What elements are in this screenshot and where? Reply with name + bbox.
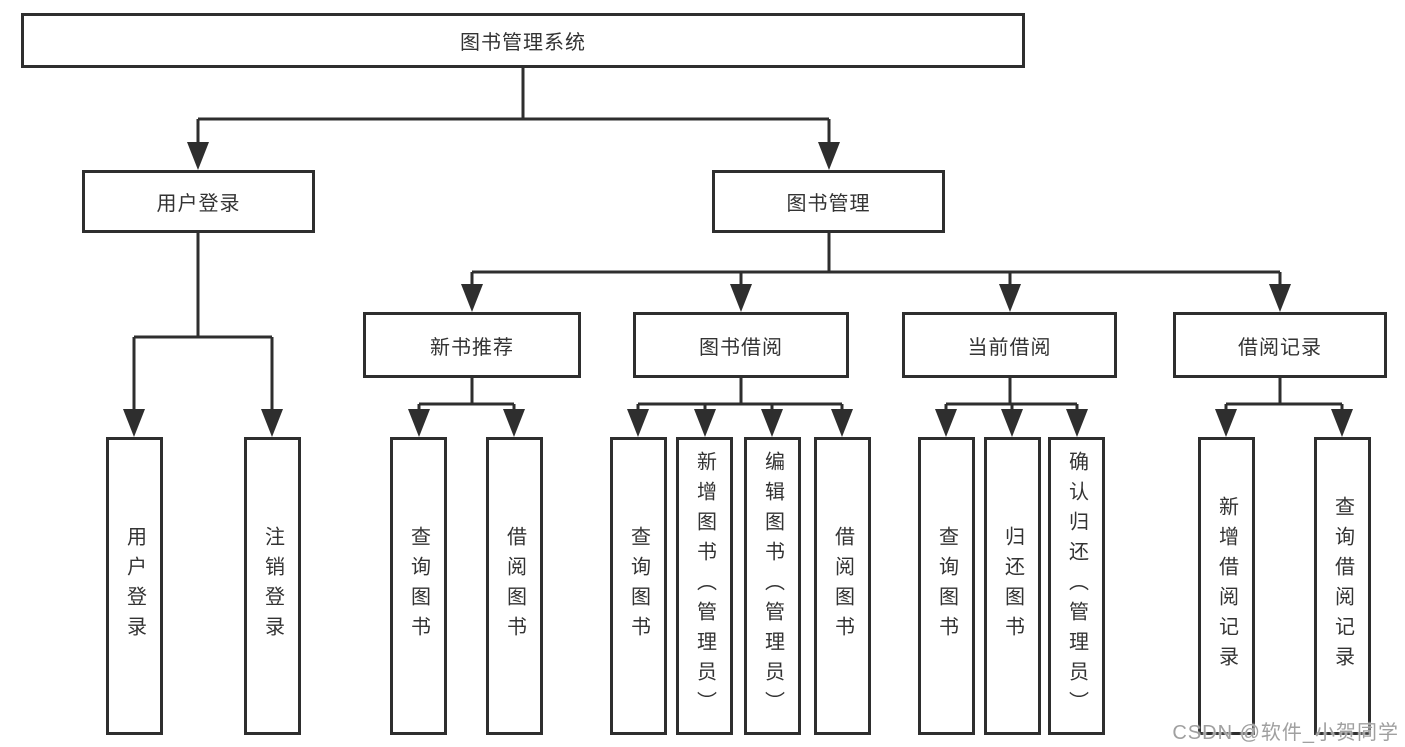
leaf-logout-login: 注销登录	[244, 437, 301, 735]
leaf-edit-book-admin-label: 编辑图书（管理员）	[761, 451, 784, 721]
node-user-login: 用户登录	[82, 170, 315, 233]
leaf-borrow-book-recommend: 借阅图书	[486, 437, 543, 735]
node-new-book-recommendation: 新书推荐	[363, 312, 581, 378]
leaf-add-borrow-record-label: 新增借阅记录	[1215, 496, 1238, 676]
leaf-query-borrow-record: 查询借阅记录	[1314, 437, 1371, 735]
watermark: CSDN @软件_小贺同学	[1172, 722, 1399, 744]
arrowheads	[123, 142, 1353, 437]
node-book-management: 图书管理	[712, 170, 945, 233]
leaf-borrow-book: 借阅图书	[814, 437, 871, 735]
leaf-add-book-admin: 新增图书（管理员）	[676, 437, 733, 735]
leaf-query-book-recommend-label: 查询图书	[407, 526, 430, 646]
leaf-query-borrow-record-label: 查询借阅记录	[1331, 496, 1354, 676]
node-current-borrowing: 当前借阅	[902, 312, 1117, 378]
node-borrowing-records: 借阅记录	[1173, 312, 1387, 378]
node-library-management-system: 图书管理系统	[21, 13, 1025, 68]
leaf-user-login: 用户登录	[106, 437, 163, 735]
leaf-borrow-book-recommend-label: 借阅图书	[503, 526, 526, 646]
leaf-query-book-borrow-label: 查询图书	[627, 526, 650, 646]
leaf-add-book-admin-label: 新增图书（管理员）	[693, 451, 716, 721]
leaf-edit-book-admin: 编辑图书（管理员）	[744, 437, 801, 735]
leaf-return-book-label: 归还图书	[1001, 526, 1024, 646]
leaf-user-login-label: 用户登录	[123, 526, 146, 646]
leaf-return-book: 归还图书	[984, 437, 1041, 735]
leaf-confirm-return-admin-label: 确认归还（管理员）	[1065, 451, 1088, 721]
node-book-borrowing: 图书借阅	[633, 312, 849, 378]
leaf-add-borrow-record: 新增借阅记录	[1198, 437, 1255, 735]
leaf-query-book-borrow: 查询图书	[610, 437, 667, 735]
leaf-query-book-current: 查询图书	[918, 437, 975, 735]
leaf-query-book-recommend: 查询图书	[390, 437, 447, 735]
leaf-query-book-current-label: 查询图书	[935, 526, 958, 646]
leaf-confirm-return-admin: 确认归还（管理员）	[1048, 437, 1105, 735]
leaf-borrow-book-label: 借阅图书	[831, 526, 854, 646]
leaf-logout-login-label: 注销登录	[261, 526, 284, 646]
